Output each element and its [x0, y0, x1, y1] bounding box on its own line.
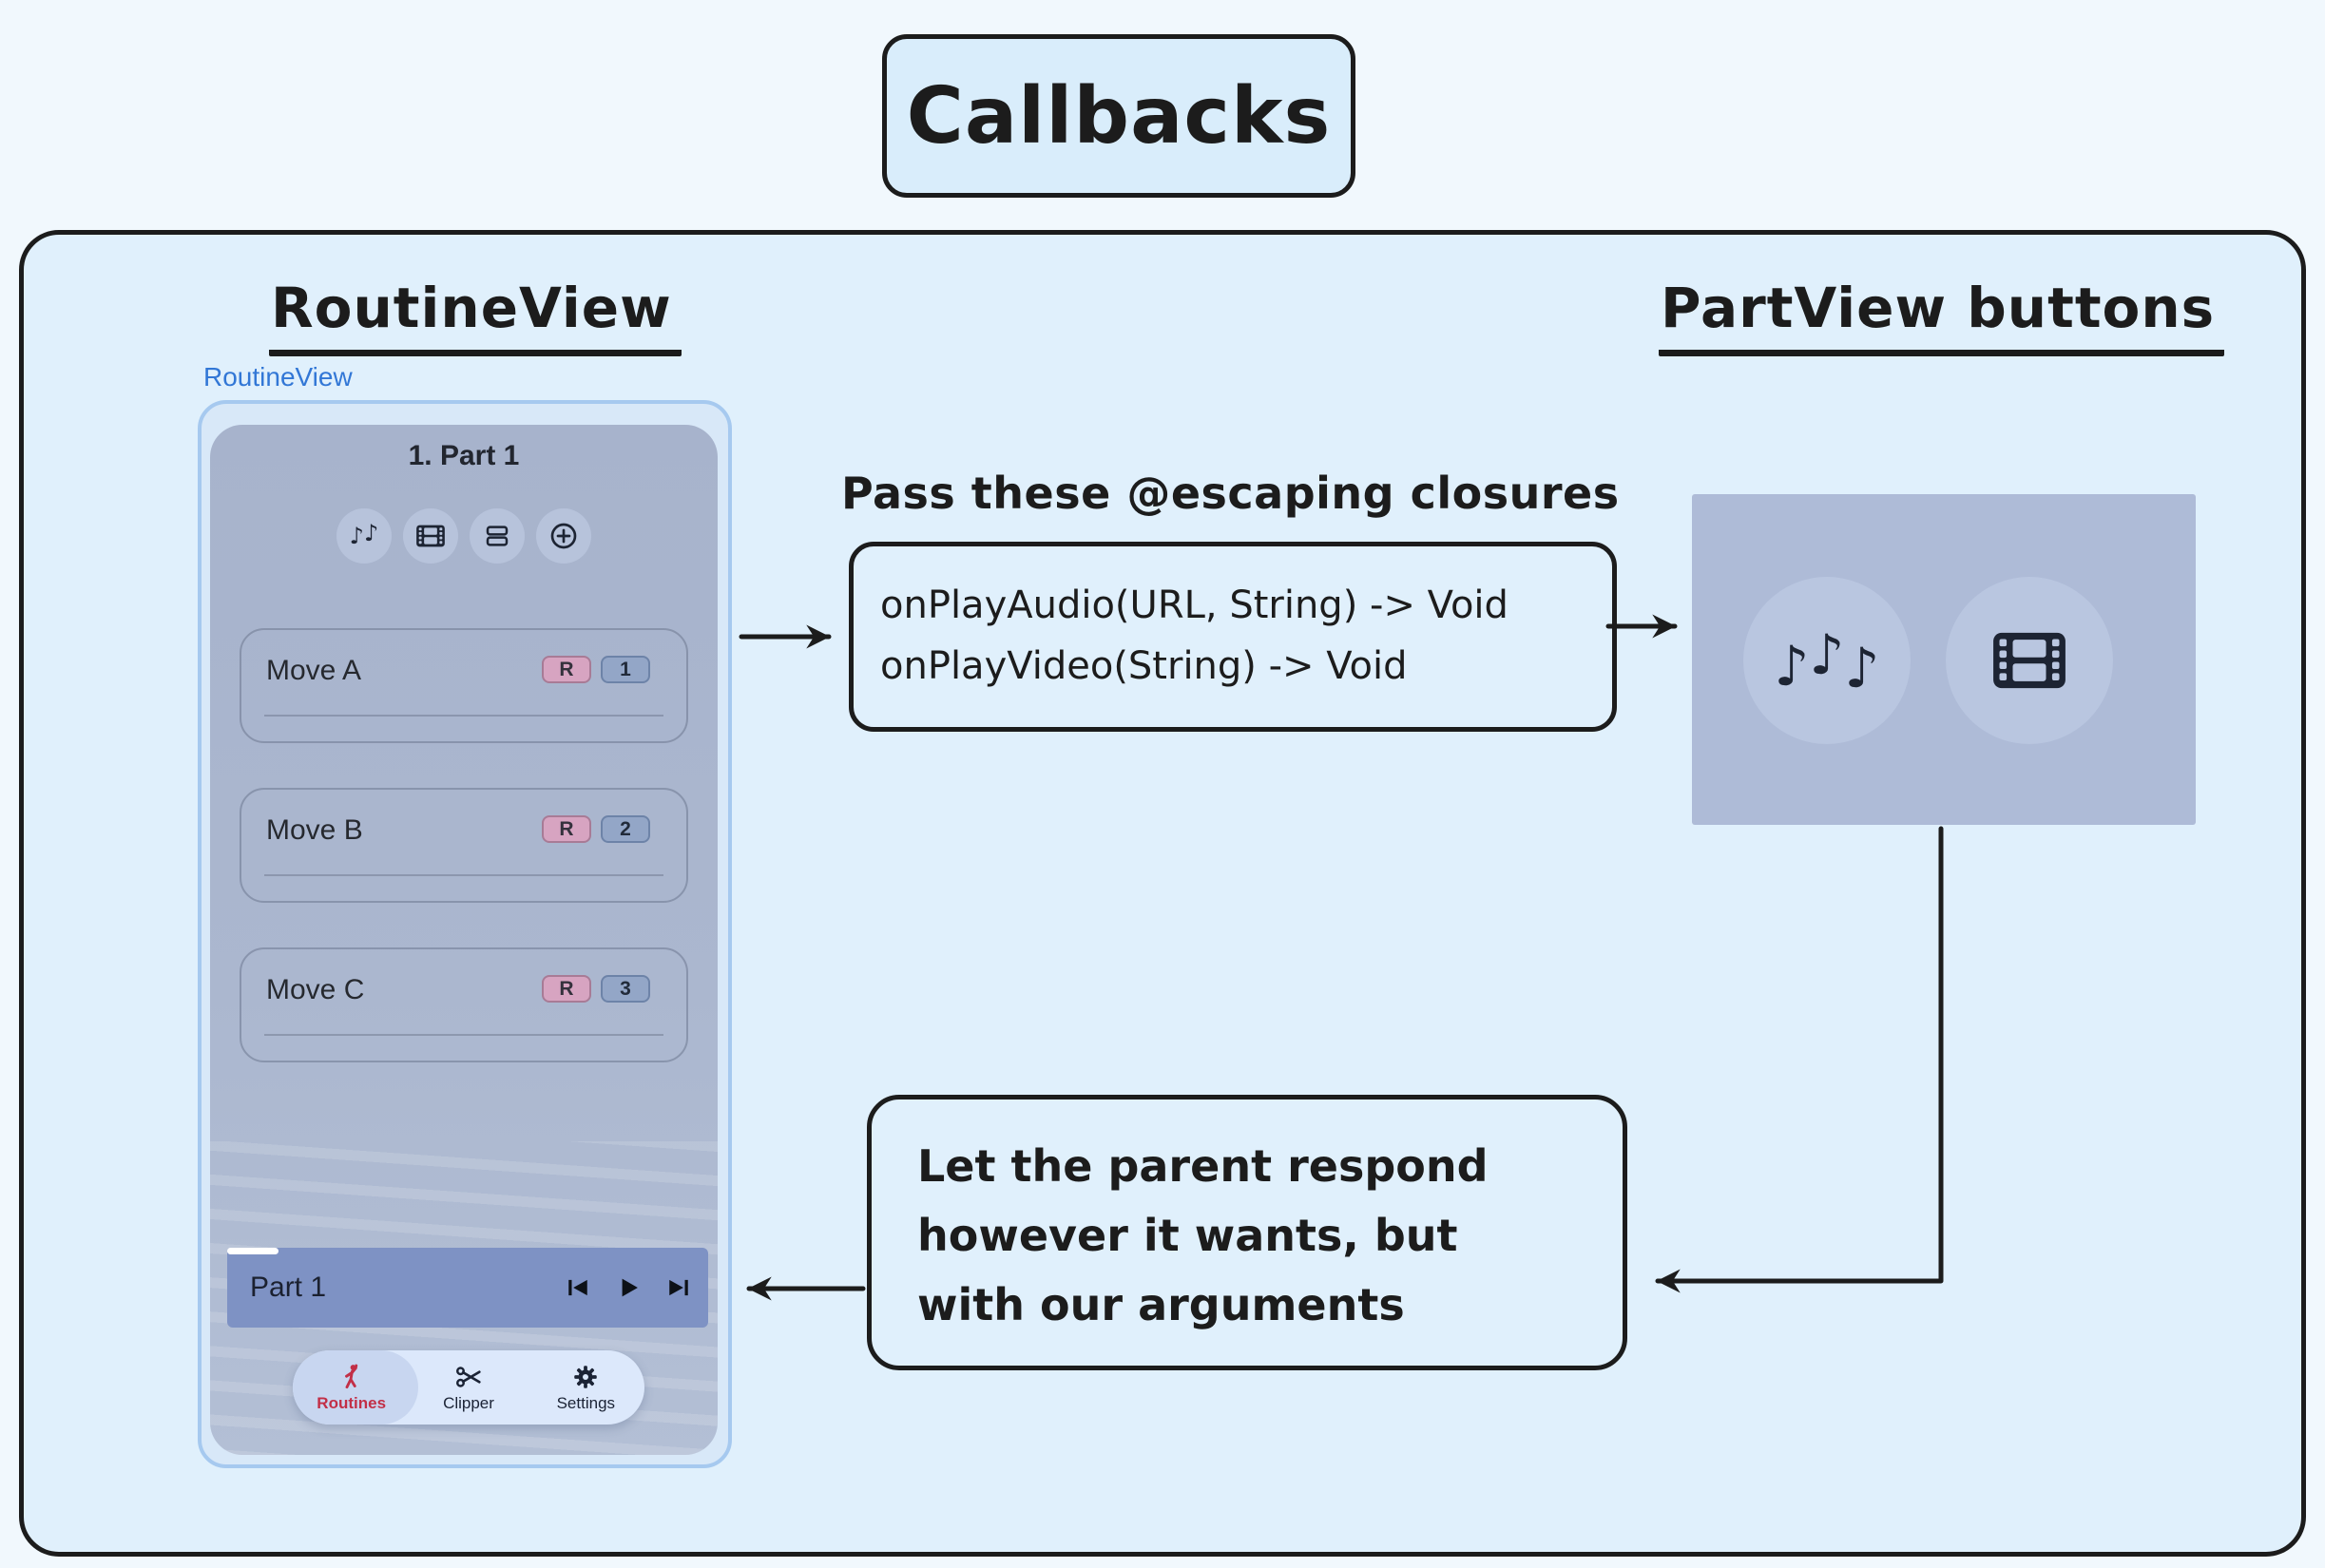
rows-icon [486, 526, 509, 546]
next-track-button[interactable] [666, 1275, 691, 1300]
move-name: Move A [266, 655, 362, 686]
note-box: Let the parent respond however it wants,… [867, 1095, 1627, 1370]
reps-badge[interactable]: R [542, 656, 591, 683]
tab-bar: Routines Clipper [293, 1350, 644, 1425]
move-row[interactable]: Move C R 3 [240, 947, 688, 1062]
closure-signature: onPlayVideo(String) -> Void [880, 644, 1408, 688]
move-name: Move C [266, 974, 365, 1005]
closure-signature: onPlayAudio(URL, String) -> Void [880, 583, 1508, 627]
count-badge[interactable]: 3 [601, 975, 650, 1003]
plus-circle-icon [550, 523, 577, 549]
title-box: Callbacks [882, 34, 1355, 198]
player-bar: Part 1 [227, 1248, 708, 1328]
player-part-title: Part 1 [250, 1272, 327, 1303]
reps-badge[interactable]: R [542, 975, 591, 1003]
scissors-icon [455, 1366, 481, 1387]
row-divider [264, 715, 663, 717]
reps-badge[interactable]: R [542, 815, 591, 843]
tab-label: Settings [556, 1393, 616, 1412]
dancer-icon [344, 1364, 357, 1388]
count-badge[interactable]: 2 [601, 815, 650, 843]
previous-track-button[interactable] [566, 1275, 590, 1300]
partview-audio-button[interactable]: ♪♪♪ [1743, 577, 1911, 744]
count-badge[interactable]: 1 [601, 656, 650, 683]
selected-tab-highlight [293, 1350, 418, 1425]
move-row[interactable]: Move B R 2 [240, 788, 688, 903]
phone-screen: 1. Part 1 ♪♪ [210, 425, 718, 1455]
page-title: Callbacks [906, 70, 1332, 162]
note-line: Let the parent respond [917, 1140, 1489, 1192]
film-icon [416, 525, 445, 547]
gear-icon [574, 1365, 598, 1388]
row-divider [264, 874, 663, 876]
row-divider [264, 1034, 663, 1036]
closures-caption: Pass these @escaping closures [841, 468, 1620, 519]
tab-label: Clipper [443, 1393, 494, 1412]
progress-indicator [227, 1248, 279, 1254]
music-notes-icon: ♪♪♪ [1774, 622, 1880, 700]
film-icon [1993, 632, 2066, 689]
tab-settings[interactable]: Settings [528, 1350, 644, 1425]
right-section-heading: PartView buttons [1659, 276, 2225, 356]
partview-video-button[interactable] [1946, 577, 2113, 744]
routineview-label: RoutineView [203, 362, 353, 392]
move-name: Move B [266, 814, 363, 846]
left-section-heading: RoutineView [269, 276, 682, 356]
rows-button[interactable] [470, 508, 525, 564]
tab-clipper[interactable]: Clipper [410, 1350, 527, 1425]
part-toolbar: ♪♪ [210, 508, 718, 564]
note-line: however it wants, but [917, 1210, 1458, 1261]
closures-box: onPlayAudio(URL, String) -> Void onPlayV… [849, 542, 1617, 732]
part-header-title: 1. Part 1 [408, 440, 520, 471]
video-button[interactable] [403, 508, 458, 564]
tab-label: Routines [317, 1393, 387, 1412]
play-button[interactable] [615, 1274, 642, 1301]
move-row[interactable]: Move A R 1 [240, 628, 688, 743]
tab-routines[interactable]: Routines [293, 1350, 410, 1425]
audio-button[interactable]: ♪♪ [336, 508, 392, 564]
add-button[interactable] [536, 508, 591, 564]
note-line: with our arguments [917, 1279, 1405, 1330]
partview-screenshot: ♪♪♪ [1692, 494, 2196, 825]
music-notes-icon: ♪♪ [349, 520, 379, 549]
